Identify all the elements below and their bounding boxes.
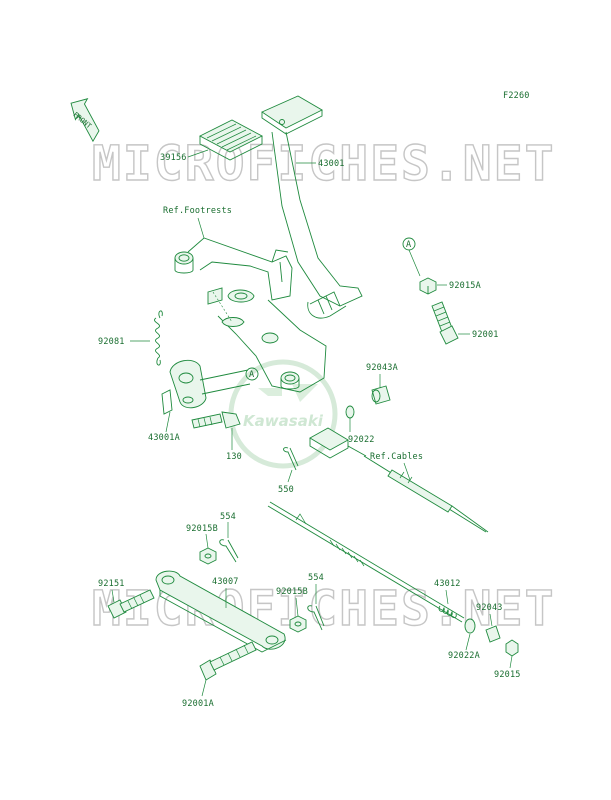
pin-92043A bbox=[371, 385, 391, 405]
bolt-130 bbox=[191, 411, 241, 429]
pin-92043 bbox=[485, 625, 501, 643]
label-92015A: 92015A bbox=[449, 281, 481, 291]
brake-cable bbox=[363, 455, 489, 533]
kawasaki-logo-text: Kawasaki bbox=[243, 412, 324, 430]
label-130: 130 bbox=[226, 452, 242, 462]
label-92015B-bottom: 92015B bbox=[276, 587, 308, 597]
bolt-92151 bbox=[107, 589, 155, 619]
link-plate-43007 bbox=[155, 570, 287, 653]
callout-a-top-text: A bbox=[406, 240, 411, 250]
footrest-bracket bbox=[174, 237, 327, 393]
label-92043: 92043 bbox=[476, 603, 503, 613]
bolt-92001 bbox=[431, 301, 459, 345]
label-92081: 92081 bbox=[98, 337, 125, 347]
cotter-pin-550 bbox=[283, 447, 299, 471]
label-43001A: 43001A bbox=[148, 433, 180, 443]
nut-92015B-bottom bbox=[289, 615, 307, 633]
label-92001: 92001 bbox=[472, 330, 499, 340]
brake-pedal-arm-43001 bbox=[261, 95, 363, 319]
watermark-top: MICROFICHES.NET bbox=[92, 136, 555, 192]
label-92022A: 92022A bbox=[448, 651, 480, 661]
label-43007: 43007 bbox=[212, 577, 239, 587]
washer-92022A bbox=[464, 618, 476, 634]
brake-rod-43012 bbox=[267, 501, 465, 623]
lever-43001A bbox=[161, 359, 251, 415]
label-554-bottom: 554 bbox=[308, 573, 324, 583]
cotter-pin-554-top bbox=[219, 539, 239, 563]
spring-43012 bbox=[438, 605, 457, 619]
label-43001: 43001 bbox=[318, 159, 345, 169]
nut-92015A bbox=[419, 277, 437, 295]
label-92015B-top: 92015B bbox=[186, 524, 218, 534]
cotter-pin-554-bottom bbox=[307, 605, 325, 631]
bolt-92001A bbox=[199, 641, 257, 681]
label-39156: 39156 bbox=[160, 153, 187, 163]
washer-92022 bbox=[345, 405, 355, 419]
ref-cables-label: Ref.Cables bbox=[370, 452, 423, 462]
diagram-code: F2260 bbox=[503, 91, 530, 101]
label-92001A: 92001A bbox=[182, 699, 214, 709]
pedal-pad-39156 bbox=[199, 119, 263, 161]
label-43012: 43012 bbox=[434, 579, 461, 589]
nut-92015B-top bbox=[199, 547, 217, 565]
clevis bbox=[309, 427, 367, 459]
label-554-top: 554 bbox=[220, 512, 236, 522]
front-arrow-icon: FRONT bbox=[70, 98, 100, 143]
nut-92015 bbox=[505, 639, 519, 657]
callout-a-mid bbox=[245, 367, 259, 381]
label-92151: 92151 bbox=[98, 579, 125, 589]
label-92022: 92022 bbox=[348, 435, 375, 445]
ref-footrests-label: Ref.Footrests bbox=[163, 206, 232, 216]
callout-a-mid-text: A bbox=[249, 370, 254, 380]
label-92043A: 92043A bbox=[366, 363, 398, 373]
spring-92081 bbox=[154, 310, 163, 366]
label-92015: 92015 bbox=[494, 670, 521, 680]
label-550: 550 bbox=[278, 485, 294, 495]
